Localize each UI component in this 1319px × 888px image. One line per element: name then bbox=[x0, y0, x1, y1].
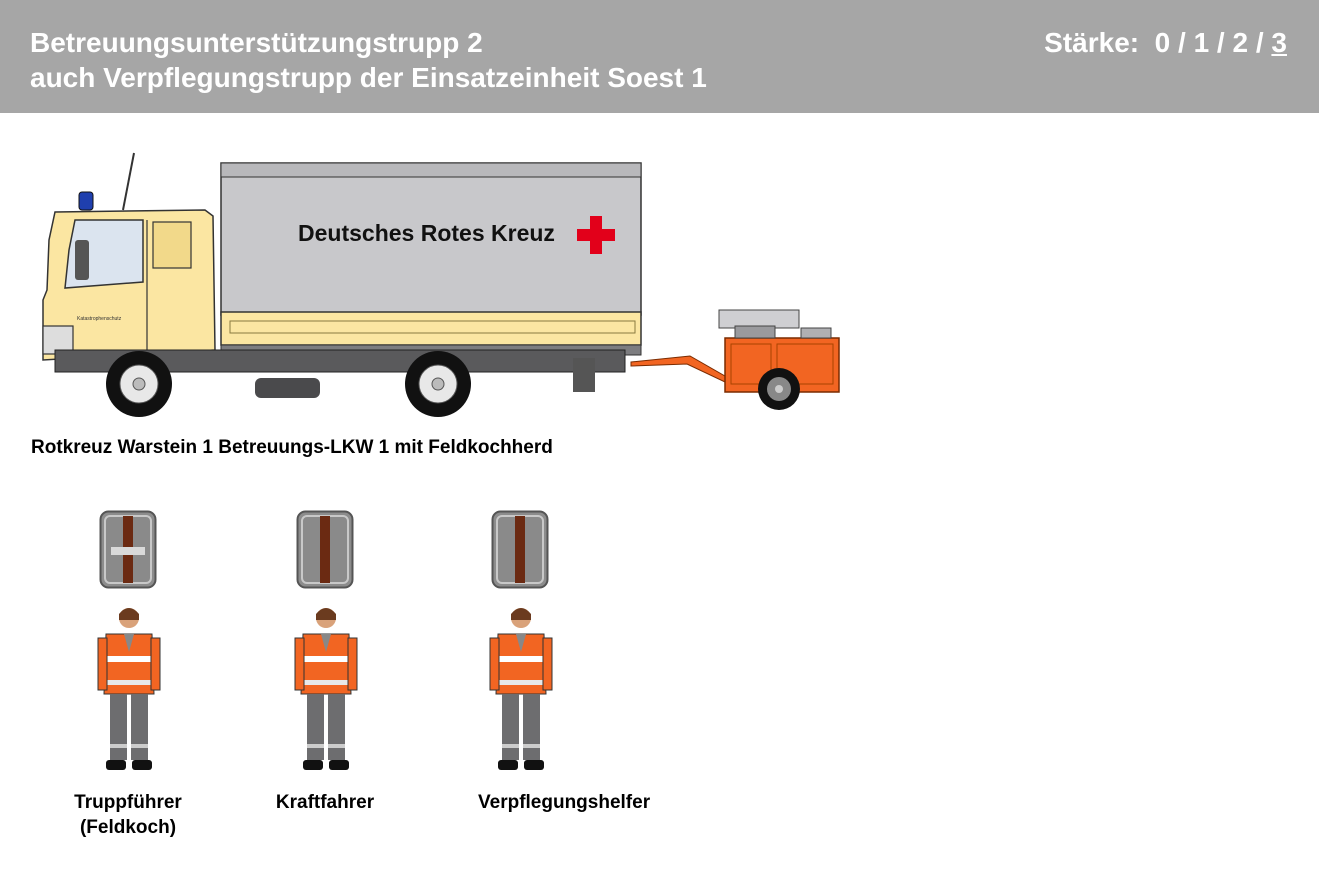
truppfuehrer-rank-badge bbox=[99, 510, 157, 589]
trailer-drawbar bbox=[630, 355, 736, 383]
chassis bbox=[54, 349, 626, 373]
strength-separator: / bbox=[1209, 27, 1233, 58]
front-wheel bbox=[106, 351, 172, 417]
role-title: Truppführer bbox=[74, 792, 182, 813]
cargo-box bbox=[220, 162, 642, 356]
truck-with-field-kitchen-illustration: Deutsches Rotes Kreuz Katastrophenschutz bbox=[42, 152, 840, 417]
helfer-rank-badge bbox=[296, 510, 354, 589]
page-title: Betreuungsunterstützungstrupp 2 bbox=[30, 27, 483, 58]
rear-wheel bbox=[405, 351, 471, 417]
strength-indicator: Stärke: 0 / 1 / 2 / 3 bbox=[1044, 27, 1287, 59]
cab-door-text: Katastrophenschutz bbox=[77, 316, 122, 322]
rescue-worker-figure bbox=[489, 608, 553, 770]
strength-separator: / bbox=[1170, 27, 1194, 58]
role-subtitle: (Feldkoch) bbox=[79, 817, 177, 838]
truck-cab: Katastrophenschutz bbox=[42, 209, 216, 361]
strength-value-3: 3 bbox=[1271, 27, 1287, 58]
strength-separator: / bbox=[1248, 27, 1272, 58]
antenna bbox=[122, 152, 135, 211]
role-label: Kraftfahrer bbox=[235, 790, 415, 815]
header-bar: Betreuungsunterstützungstrupp 2 auch Ver… bbox=[0, 0, 1319, 113]
field-kitchen-trailer bbox=[718, 309, 840, 410]
role-title: Kraftfahrer bbox=[275, 792, 375, 813]
strength-value-2: 2 bbox=[1232, 27, 1249, 58]
strength-label: Stärke: bbox=[1044, 27, 1140, 58]
blue-light-icon bbox=[78, 191, 94, 211]
helfer-rank-badge bbox=[491, 510, 549, 589]
strength-value-0: 0 bbox=[1154, 27, 1171, 58]
truck-body-text: Deutsches Rotes Kreuz bbox=[298, 220, 555, 246]
rescue-worker-figure bbox=[294, 608, 358, 770]
role-label: Truppführer (Feldkoch) bbox=[38, 790, 218, 840]
rescue-worker-figure bbox=[97, 608, 161, 770]
role-title: Verpflegungshelfer bbox=[478, 792, 651, 813]
fuel-tank bbox=[255, 378, 320, 398]
rear-step bbox=[573, 358, 595, 392]
red-cross-icon bbox=[577, 216, 615, 254]
strength-value-1: 1 bbox=[1193, 27, 1210, 58]
page-subtitle: auch Verpflegungstrupp der Einsatzeinhei… bbox=[30, 62, 707, 93]
vehicle-caption: Rotkreuz Warstein 1 Betreuungs-LKW 1 mit… bbox=[31, 437, 553, 458]
role-label: Verpflegungshelfer bbox=[478, 790, 708, 815]
